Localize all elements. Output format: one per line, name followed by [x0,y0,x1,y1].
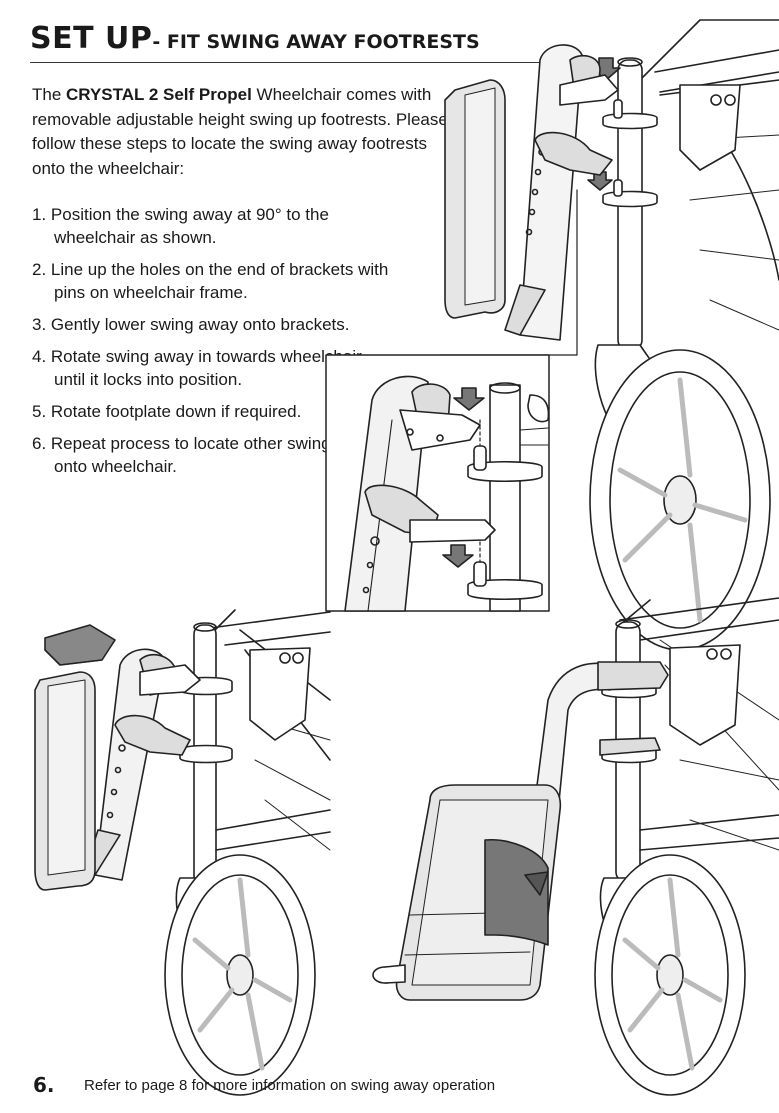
product-name: CRYSTAL 2 Self Propel [66,85,252,104]
title-main: SET UP [30,21,153,56]
step-item: 6. Repeat process to locate other swing … [32,434,376,476]
illustration-step3-lower-swing-away [34,609,331,1096]
illustration-step5-rotate-footplate [372,597,779,1096]
title-subtitle: - FIT SWING AWAY FOOTRESTS [152,31,480,53]
steps-list: 1. Position the swing away at 90° to the… [32,203,392,487]
footer-note: Refer to page 8 for more information on … [84,1077,496,1094]
page-title: SET UP- FIT SWING AWAY FOOTRESTS [30,18,480,56]
illustration-step1-swing-away-at-90 [439,19,779,651]
step-item: 3. Gently lower swing away onto brackets… [32,315,350,334]
step-item: 2. Line up the holes on the end of brack… [32,260,389,302]
intro-lead: The [32,85,67,104]
intro-rest: Wheelchair comes with removable adjustab… [32,85,448,178]
title-rule [30,62,545,63]
illustration-detail-inset [325,354,550,612]
intro-paragraph: The CRYSTAL 2 Self Propel Wheelchair com… [32,83,452,181]
step-item: 1. Position the swing away at 90° to the… [32,205,329,247]
step-item: 5. Rotate footplate down if required. [32,402,302,421]
step-item: 4. Rotate swing away in towards wheelcha… [32,347,362,389]
page-number: 6. [33,1073,55,1097]
